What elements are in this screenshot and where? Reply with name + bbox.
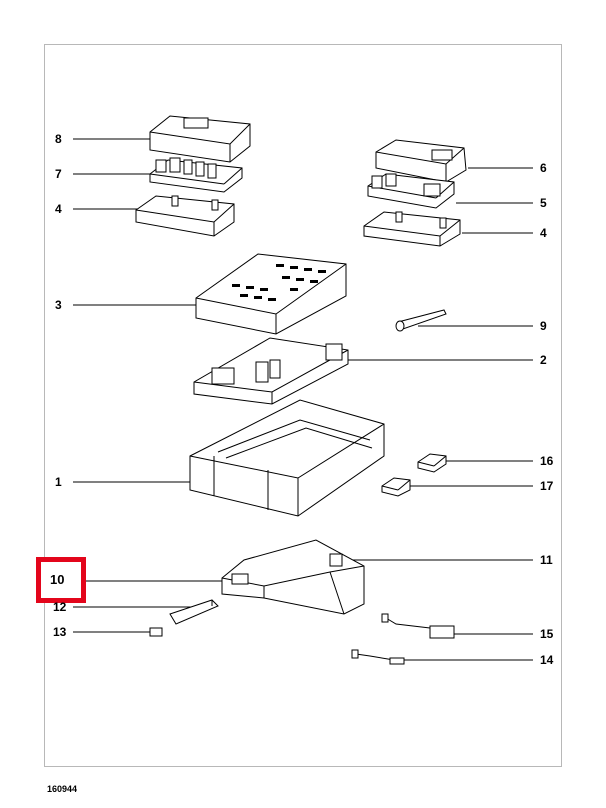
part-label-11: 11 — [540, 553, 553, 567]
part-label-3: 3 — [55, 298, 62, 312]
part-14-probe — [351, 649, 405, 665]
part-label-12: 12 — [53, 600, 67, 614]
part-label-1: 1 — [55, 475, 62, 489]
part-4-right-tray — [363, 211, 461, 247]
diagram-frame — [44, 44, 562, 767]
part-6-module — [375, 139, 467, 183]
part-label-7: 7 — [55, 167, 62, 181]
part-label-13: 13 — [53, 625, 67, 639]
part-13-block — [149, 627, 163, 637]
part-label-17: 17 — [540, 479, 554, 493]
part-label-8: 8 — [55, 132, 62, 146]
part-label-16: 16 — [540, 454, 554, 468]
part-2-pcb — [193, 337, 349, 405]
part-10-assembly — [221, 539, 365, 615]
part-7-board — [149, 157, 243, 193]
part-5-board — [367, 173, 455, 209]
part-label-2: 2 — [540, 353, 547, 367]
part-16-clip — [417, 453, 447, 473]
part-17-clip — [381, 477, 411, 497]
part-label-4-right: 4 — [540, 226, 547, 240]
part-label-14: 14 — [540, 653, 554, 667]
part-8-module — [149, 115, 251, 163]
part-4-left-tray — [135, 195, 235, 237]
part-3-cover — [195, 253, 347, 335]
part-11-connector — [329, 553, 343, 567]
part-1-chassis — [189, 399, 385, 517]
part-12-battery — [169, 599, 219, 625]
drawing-code: 160944 — [47, 784, 78, 794]
highlight-box — [36, 557, 86, 603]
part-label-10: 10 — [50, 572, 65, 587]
part-label-9: 9 — [540, 319, 547, 333]
part-9-sensor — [395, 309, 447, 332]
part-label-4-left: 4 — [55, 202, 62, 216]
part-label-6: 6 — [540, 161, 547, 175]
part-15-cable — [381, 613, 455, 639]
part-label-5: 5 — [540, 196, 547, 210]
part-label-15: 15 — [540, 627, 554, 641]
